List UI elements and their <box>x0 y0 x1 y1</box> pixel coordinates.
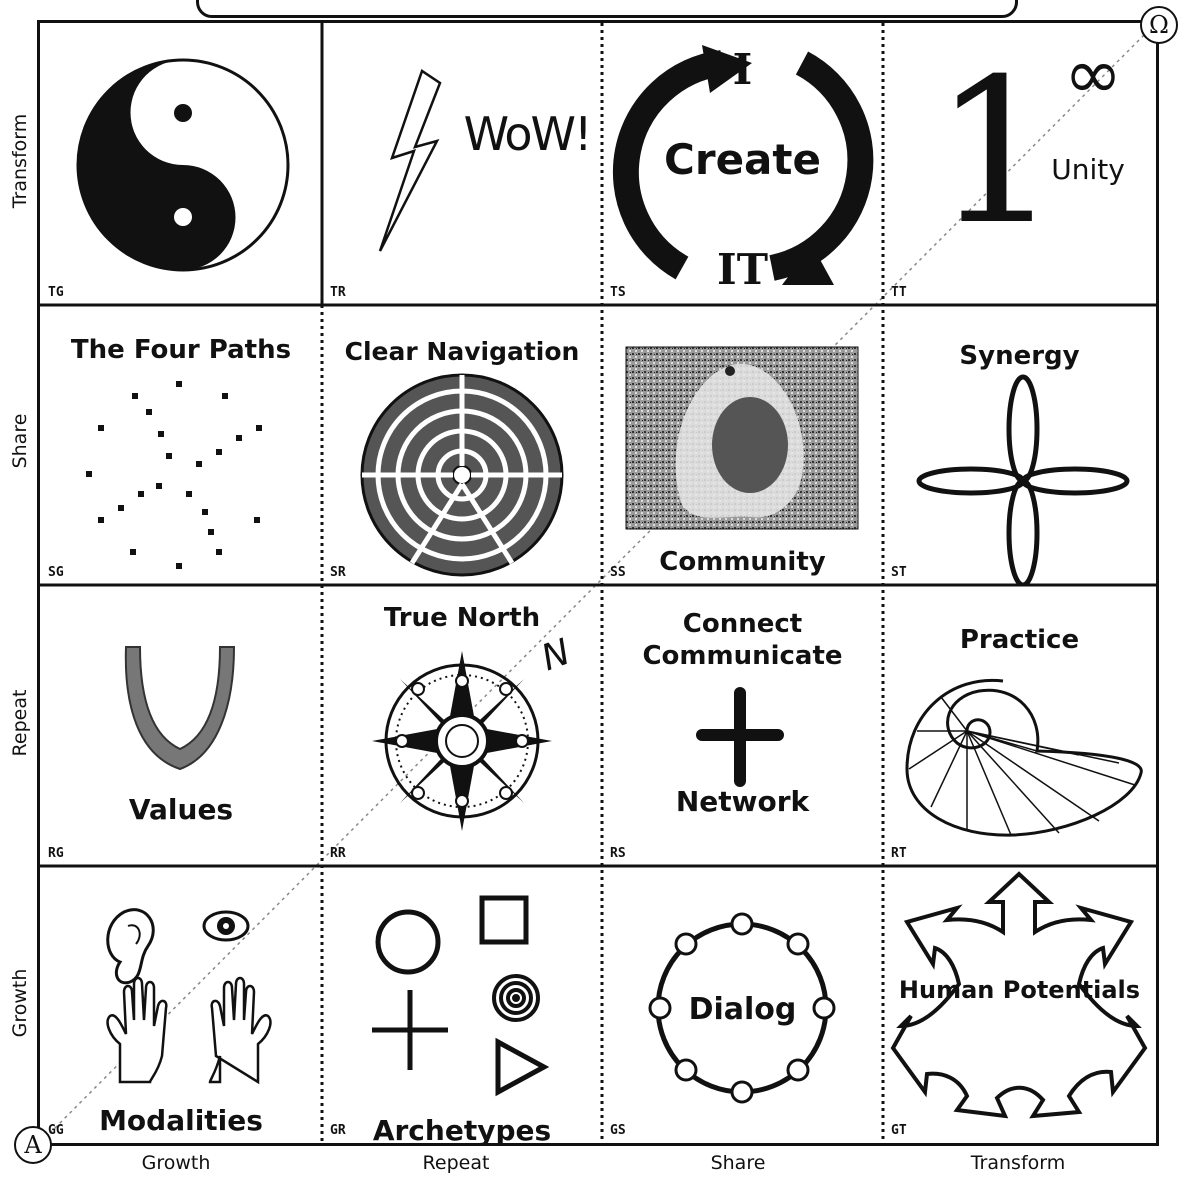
community-photo <box>602 305 883 585</box>
row-label-share: Share <box>9 331 31 551</box>
cell-sg: The Four Paths SG <box>40 305 322 585</box>
cell-code: TS <box>610 285 626 300</box>
senses-icon <box>40 866 322 1143</box>
cell-code: TT <box>891 285 907 300</box>
cell-caption: Archetypes <box>322 1114 602 1143</box>
dialog-text: Dialog <box>602 992 883 1027</box>
cell-tt: 1 ∞ Unity TT <box>883 23 1156 305</box>
hand-icon <box>210 978 270 1082</box>
nautilus-shell-icon <box>883 585 1156 866</box>
unity-text: Unity <box>1033 153 1143 186</box>
column-label-growth: Growth <box>36 1152 316 1174</box>
compass-rose-icon <box>322 585 602 866</box>
cell-code: SS <box>610 565 626 580</box>
cell-code: ST <box>891 565 907 580</box>
cell-gt: Human Potentials GT <box>883 866 1156 1143</box>
square-shape <box>482 898 526 942</box>
cell-code: GG <box>48 1123 64 1138</box>
cell-code: RS <box>610 846 626 861</box>
cell-tr: WoW! TR <box>322 23 602 305</box>
human-potentials-text: Human Potentials <box>883 976 1156 1004</box>
cell-code: RR <box>330 846 346 861</box>
cell-code: GR <box>330 1123 346 1138</box>
grid-frame: TG WoW! TR I Create IT TS 1 ∞ Unity TT T… <box>37 20 1159 1146</box>
cell-rt: Practice RT <box>883 585 1156 866</box>
triangle-shape <box>498 1042 544 1092</box>
cell-gr: Archetypes GR <box>322 866 602 1143</box>
cell-gg: Modalities GG <box>40 866 322 1143</box>
lightning-icon <box>322 23 602 305</box>
cell-caption: Modalities <box>40 1104 322 1137</box>
cell-rs: Connect Communicate Network RS <box>602 585 883 866</box>
omega-corner: Ω <box>1140 6 1178 44</box>
archetype-shapes <box>322 866 602 1143</box>
top-banner <box>196 0 1018 18</box>
row-label-repeat: Repeat <box>9 613 31 833</box>
dot-pattern-icon <box>40 305 322 585</box>
cell-code: RG <box>48 846 64 861</box>
wow-text: WoW! <box>462 107 592 161</box>
row-label-growth: Growth <box>9 893 31 1113</box>
cell-code: RT <box>891 846 907 861</box>
cell-gs: Dialog GS <box>602 866 883 1143</box>
cell-code: SG <box>48 565 64 580</box>
cell-code: GT <box>891 1123 907 1138</box>
hand-icon <box>108 978 167 1082</box>
cycle-top-text: I <box>602 45 883 94</box>
ear-icon <box>108 910 154 983</box>
spiral-shape <box>494 976 538 1020</box>
cell-caption: Community <box>602 547 883 577</box>
cell-caption: Network <box>602 785 883 818</box>
cell-st: Synergy ST <box>883 305 1156 585</box>
row-label-transform: Transform <box>9 51 31 271</box>
alpha-corner: A <box>14 1126 52 1164</box>
circle-shape <box>378 912 438 972</box>
column-label-share: Share <box>598 1152 878 1174</box>
cell-rg: Values RG <box>40 585 322 866</box>
column-label-repeat: Repeat <box>316 1152 596 1174</box>
cell-caption: Values <box>40 793 322 826</box>
infinity-symbol: ∞ <box>1033 33 1153 115</box>
cell-tg: TG <box>40 23 322 305</box>
five-arrows-icon <box>883 866 1156 1143</box>
cycle-bottom-text: IT <box>602 245 883 294</box>
create-text: Create <box>602 135 883 184</box>
cell-code: TG <box>48 285 64 300</box>
cell-code: GS <box>610 1123 626 1138</box>
cell-ts: I Create IT TS <box>602 23 883 305</box>
column-label-transform: Transform <box>878 1152 1158 1174</box>
clover-icon <box>883 305 1156 585</box>
cell-code: TR <box>330 285 346 300</box>
cell-rr: True North N RR <box>322 585 602 866</box>
yin-yang-icon <box>40 23 322 305</box>
cell-code: SR <box>330 565 346 580</box>
cell-ss: Community SS <box>602 305 883 585</box>
cell-sr: Clear Navigation SR <box>322 305 602 585</box>
plus-icon <box>602 585 883 866</box>
target-rings-icon <box>322 305 602 585</box>
